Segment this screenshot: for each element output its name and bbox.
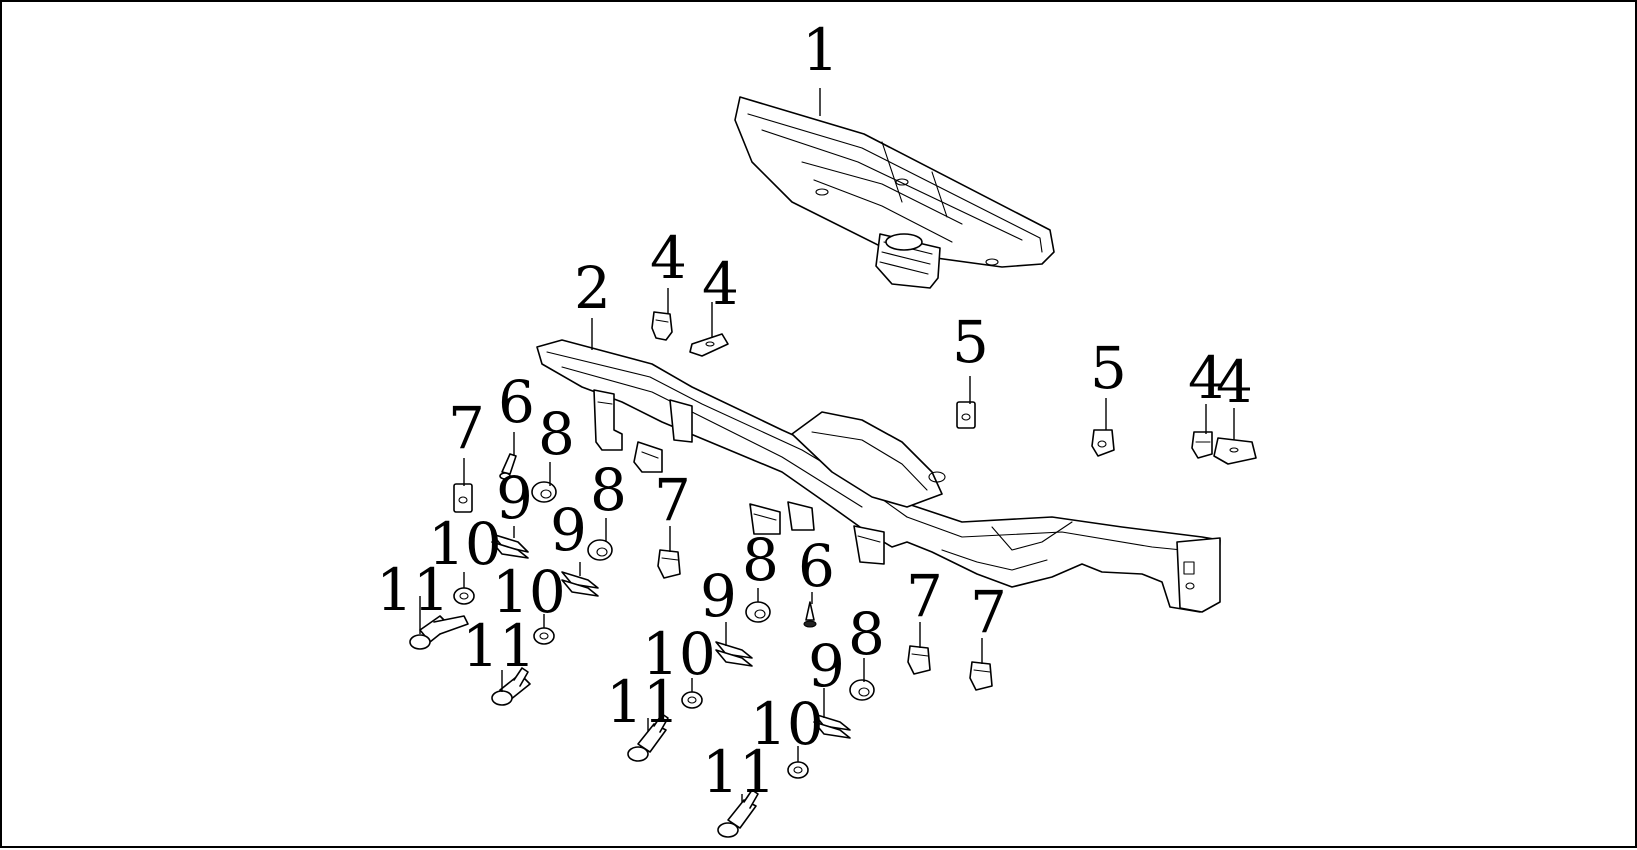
part-clip-7b (657, 549, 681, 579)
callout-8: 8 (742, 526, 779, 594)
callout-11: 11 (606, 668, 680, 736)
part-pin-6a (499, 453, 517, 480)
part-washer-10a (453, 587, 475, 605)
part-grommet-8d (849, 679, 875, 701)
part-bushing-9a (491, 533, 529, 559)
callout-11: 11 (376, 556, 450, 624)
callout-7: 7 (448, 394, 485, 462)
callout-7: 7 (654, 466, 691, 534)
part-speed-nut-5b (1091, 429, 1115, 457)
callout-6: 6 (498, 368, 535, 436)
callout-labels: 1 2 4 4 5 5 4 4 7 6 8 9 8 9 10 11 10 11 … (376, 16, 1253, 806)
callout-7: 7 (970, 578, 1007, 646)
callout-6: 6 (798, 532, 835, 600)
part-bolt-11a (409, 615, 469, 650)
part-bushing-9d (813, 713, 851, 739)
callout-10: 10 (428, 510, 502, 578)
callout-8: 8 (590, 456, 627, 524)
part-clip-7c (907, 645, 931, 675)
part-pin-6b (803, 601, 817, 628)
part-speed-nut-5a (956, 401, 976, 429)
leader-lines (419, 88, 1235, 802)
part-bushing-9b (561, 571, 599, 597)
part-washer-10c (681, 691, 703, 709)
callout-4: 4 (1216, 348, 1253, 416)
part-mounting-bracket (536, 339, 1221, 613)
callout-9: 9 (496, 464, 533, 532)
part-clip-7a (453, 483, 473, 513)
callout-5: 5 (1090, 334, 1127, 402)
callout-2: 2 (574, 254, 611, 322)
callout-9: 9 (808, 632, 845, 700)
callout-8: 8 (538, 400, 575, 468)
part-grommet-8a (531, 481, 557, 503)
part-bolt-11c (627, 713, 669, 762)
part-clip-nut-4c (1191, 431, 1213, 459)
part-bolt-11d (717, 789, 759, 838)
callout-10: 10 (750, 690, 824, 758)
part-clip-nut-4a (651, 311, 673, 341)
callout-4: 4 (702, 250, 739, 318)
callout-4: 4 (1188, 344, 1225, 412)
callout-10: 10 (492, 558, 566, 626)
callout-5: 5 (952, 308, 989, 376)
part-clip-nut-4b (689, 333, 729, 357)
part-clip-7d (969, 661, 993, 691)
part-washer-10d (787, 761, 809, 779)
callout-8: 8 (848, 600, 885, 668)
callout-10: 10 (642, 620, 716, 688)
part-grommet-8b (587, 539, 613, 561)
part-bushing-9c (715, 641, 753, 667)
callout-9: 9 (700, 562, 737, 630)
part-meter-cluster (734, 96, 1055, 289)
callout-4: 4 (650, 224, 687, 292)
part-grommet-8c (745, 601, 771, 623)
callout-1: 1 (802, 16, 839, 84)
callout-7: 7 (906, 562, 943, 630)
callout-11: 11 (462, 612, 536, 680)
callout-9: 9 (550, 496, 587, 564)
part-clip-nut-4d (1213, 437, 1257, 465)
part-washer-10b (533, 627, 555, 645)
callout-11: 11 (702, 738, 776, 806)
part-bolt-11b (491, 667, 531, 706)
